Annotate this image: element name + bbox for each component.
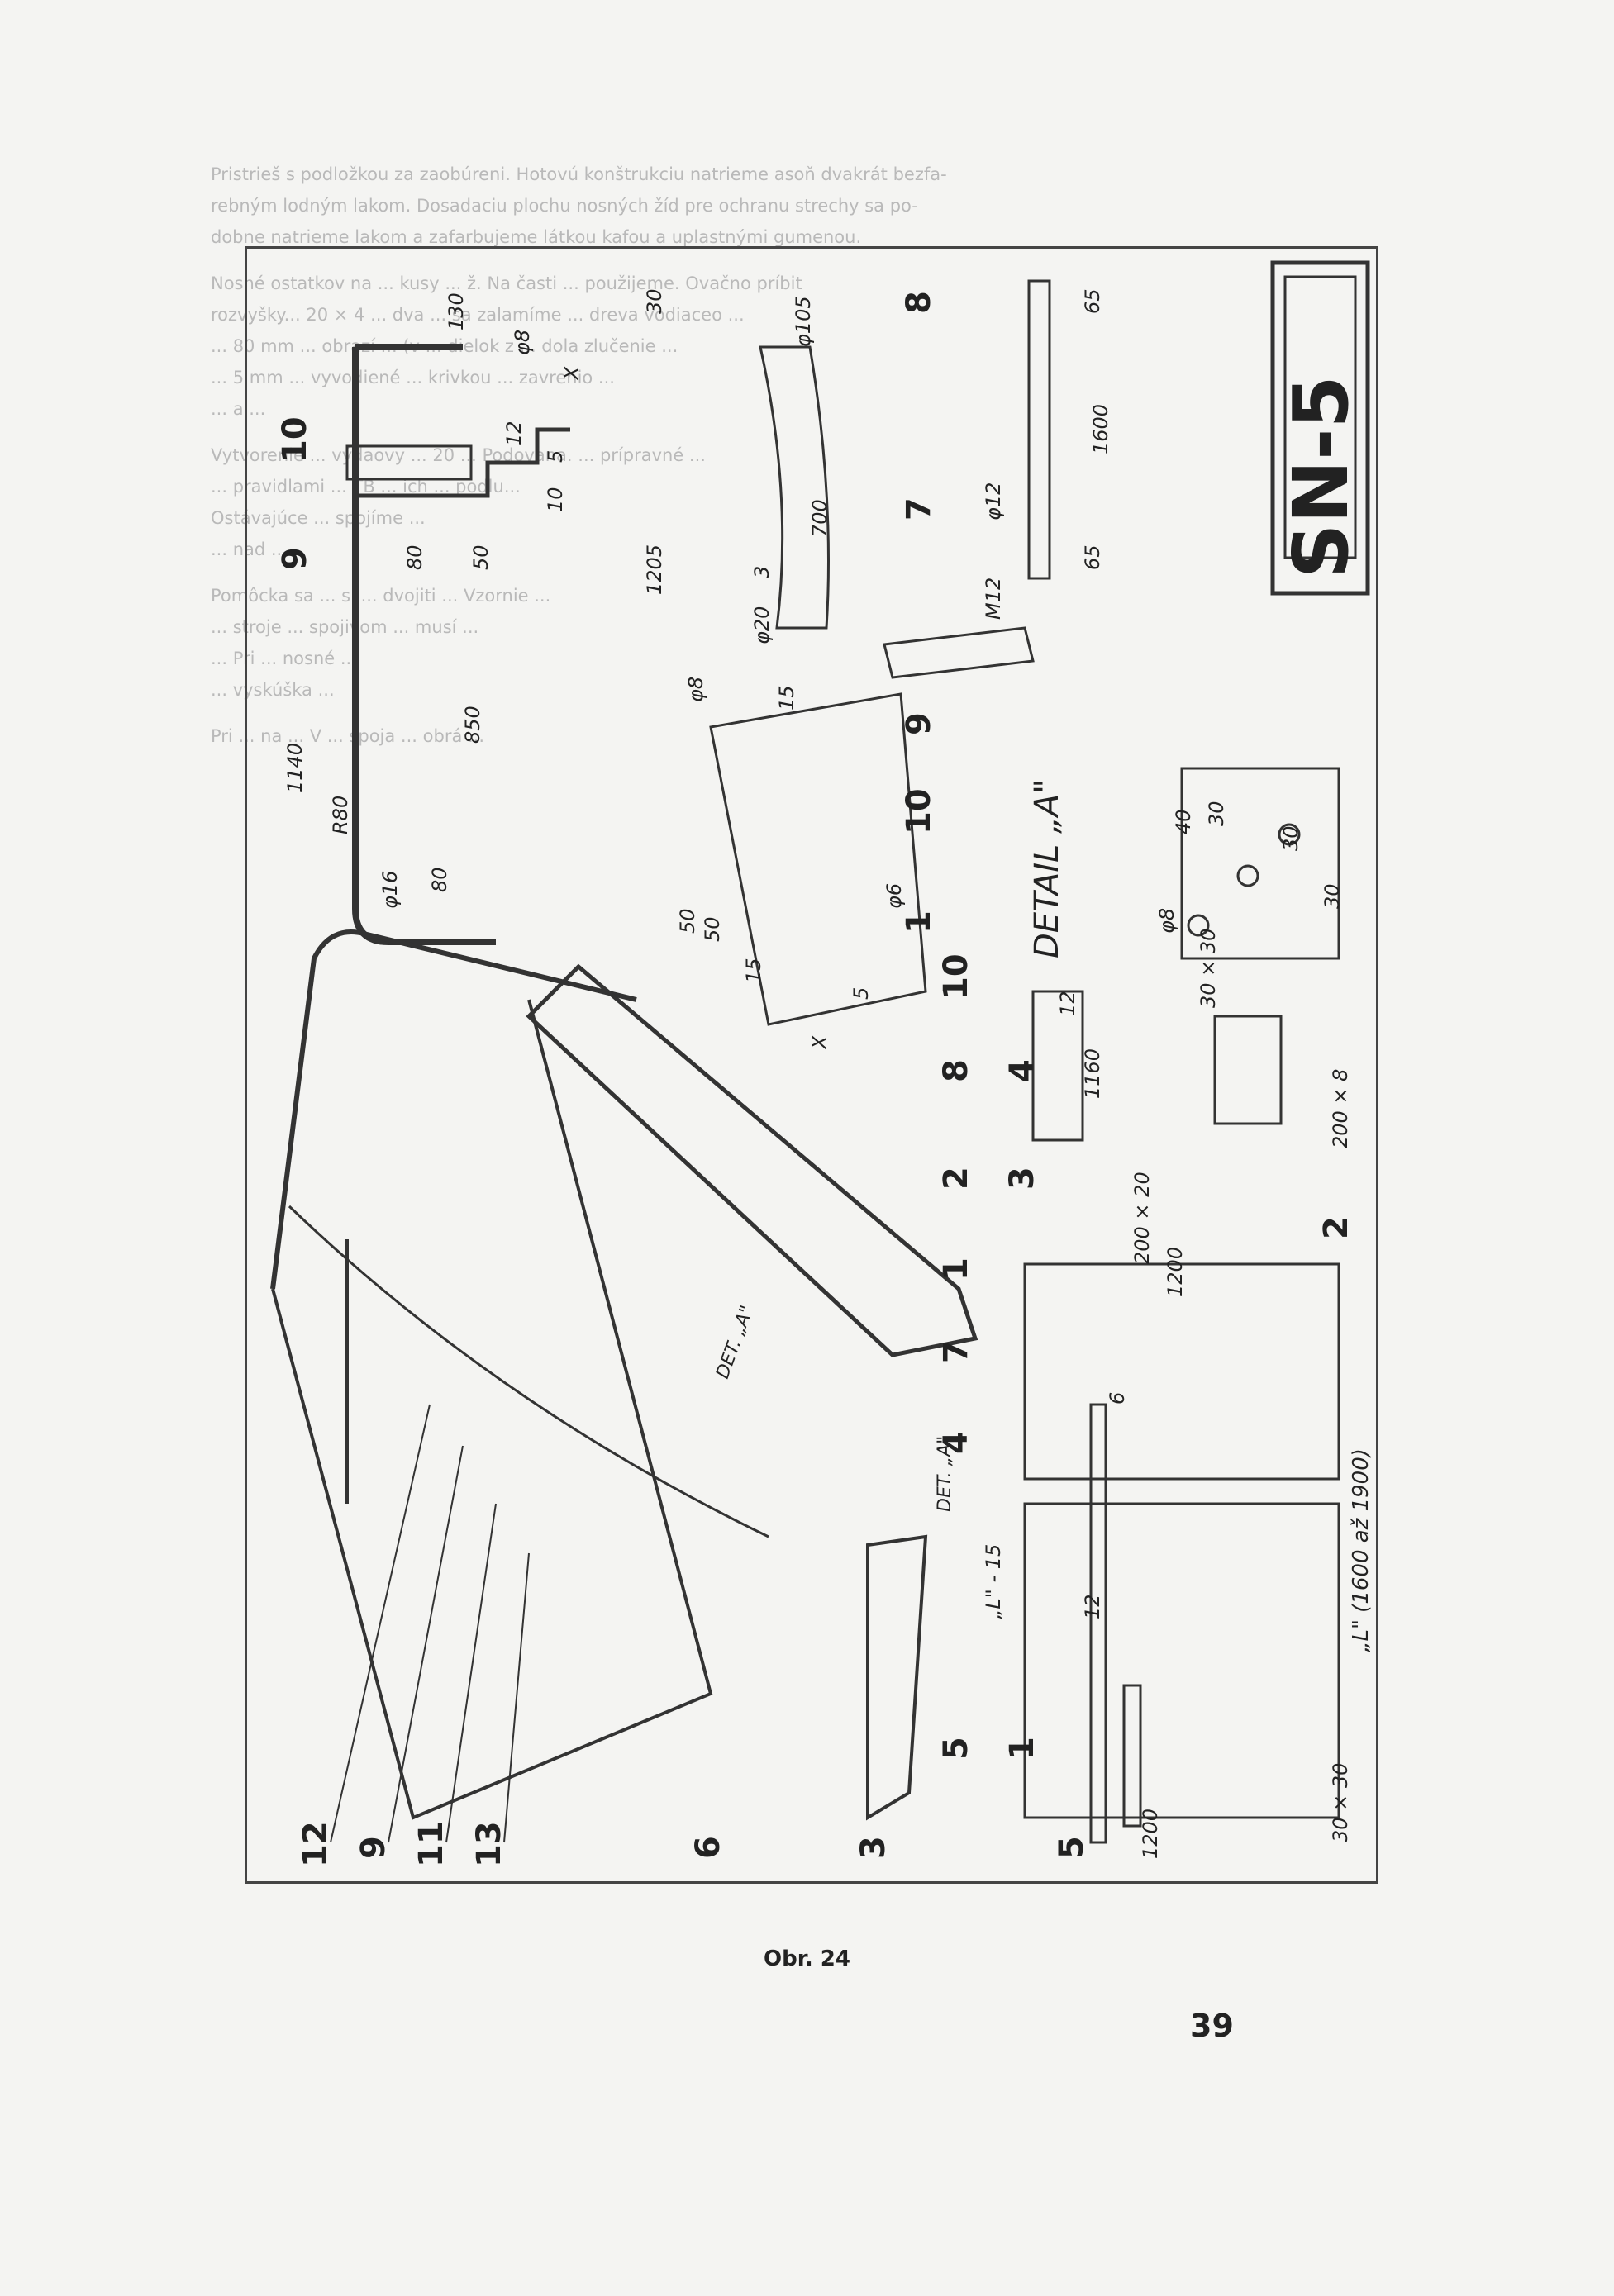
- part-number: 3: [855, 1836, 893, 1859]
- dimension: 6: [1106, 1392, 1129, 1405]
- part-number: 13: [470, 1821, 508, 1867]
- dimension: 700: [808, 499, 831, 537]
- drawing-frame: [245, 246, 1378, 1884]
- text-line: Nosné ostatkov na ... kusy ... ž. Na čas…: [211, 273, 802, 293]
- text-line: ... Pri ... nosné ...: [211, 649, 357, 668]
- dimension: φ8: [1155, 908, 1178, 934]
- dimension: 1140: [283, 743, 307, 793]
- part-number: 4: [937, 1431, 975, 1454]
- dimension: 30: [1205, 801, 1228, 826]
- dimension: 40: [1172, 809, 1195, 834]
- dimension: 1160: [1081, 1048, 1104, 1099]
- part-number: 3: [1003, 1167, 1041, 1190]
- part-number: 1: [1003, 1737, 1041, 1760]
- dimension: 1200: [1139, 1809, 1162, 1859]
- dimension: 30: [643, 288, 666, 314]
- dimension: φ12: [982, 482, 1005, 521]
- dimension: 200 × 8: [1329, 1069, 1352, 1148]
- dimension: R80: [329, 796, 352, 834]
- dim-l15: „L" - 15: [982, 1544, 1005, 1619]
- part-number: 7: [937, 1340, 975, 1363]
- dimension: φ20: [750, 606, 774, 644]
- dimension: 12: [1056, 991, 1079, 1016]
- dimension: 30 × 30: [1197, 929, 1220, 1008]
- dimension: 50: [701, 916, 724, 942]
- dimension: 850: [461, 706, 484, 744]
- part-number: 10: [937, 953, 975, 1000]
- dimension: 12: [1081, 1594, 1104, 1619]
- part-number: 2: [937, 1167, 975, 1190]
- dimension: 200 × 20: [1131, 1172, 1154, 1264]
- dimension: 50: [469, 544, 493, 570]
- text-line: Vytvorenie ... výdaovy ... 20 ... Podova…: [211, 445, 706, 465]
- sign-plate: [1270, 260, 1370, 596]
- dimension: φ6: [883, 883, 906, 909]
- text-line: Pri ... na ... V ... spoja ... obrá ...: [211, 726, 485, 746]
- part-number: 10: [900, 788, 938, 834]
- page-number: 39: [1190, 2008, 1234, 2044]
- part-number: 6: [689, 1836, 727, 1859]
- text-line: Pomôcka sa ... si ... dvojiti ... Vzorni…: [211, 586, 551, 606]
- dimension: φ8: [684, 677, 707, 702]
- dimension: 10: [544, 487, 567, 512]
- part-number: 9: [355, 1836, 393, 1859]
- part-number: 8: [900, 291, 938, 314]
- text-line: ... vyskúška ...: [211, 680, 335, 700]
- part-number: 5: [1053, 1836, 1091, 1859]
- part-number: 1: [937, 1257, 975, 1281]
- part-number: 7: [900, 497, 938, 521]
- dimension: X: [560, 366, 583, 382]
- part-number: 9: [900, 712, 938, 735]
- dimension: 80: [428, 867, 451, 892]
- dimension: 5: [544, 450, 567, 463]
- dimension: 1600: [1089, 404, 1112, 454]
- dimension: 130: [445, 292, 468, 330]
- detail-label: DETAIL „A": [1028, 779, 1066, 958]
- part-number: 11: [412, 1821, 450, 1867]
- dimension: 15: [775, 685, 798, 711]
- part-number: 9: [276, 547, 314, 570]
- part-number: 8: [937, 1059, 975, 1082]
- text-line: Pristrieš s podložkou za zaobúreni. Hoto…: [211, 164, 947, 184]
- det-label-2: DET. „A": [935, 1436, 955, 1512]
- dimension: 30: [1321, 883, 1344, 909]
- dimension: 12: [502, 421, 526, 446]
- det-label-1: DET. „A": [712, 1303, 758, 1381]
- dimension: 1205: [643, 544, 666, 595]
- part-number: 4: [1003, 1059, 1041, 1082]
- length-label: „L" (1600 až 1900): [1349, 1448, 1374, 1652]
- dimension: φ105: [792, 296, 815, 347]
- background-text: Pristrieš s podložkou za zaobúreni. Hoto…: [211, 159, 1401, 752]
- dimension: 30 × 30: [1329, 1763, 1352, 1842]
- part-number: 10: [276, 416, 314, 463]
- dimension: 1200: [1164, 1247, 1187, 1297]
- text-line: ... 5 mm ... vyvodiené ... krivkou ... z…: [211, 368, 615, 387]
- dimension: 15: [742, 958, 765, 983]
- text-line: dobne natrieme lakom a zafarbujeme látko…: [211, 227, 862, 247]
- text-line: rozvyšky... 20 × 4 ... dva ... sa zalamí…: [211, 305, 745, 325]
- part-number: 5: [937, 1737, 975, 1760]
- text-line: ... stroje ... spojivom ... musí ...: [211, 617, 479, 637]
- dimension: φ8: [511, 330, 534, 355]
- dimension: φ16: [379, 871, 402, 909]
- part-number: 12: [297, 1821, 335, 1867]
- dimension: 30: [1279, 825, 1302, 851]
- dimension: 65: [1081, 288, 1104, 314]
- text-line: ... a ...: [211, 399, 266, 419]
- dimension: 80: [403, 544, 426, 570]
- dimension: 65: [1081, 544, 1104, 570]
- text-line: ... nad ...: [211, 540, 288, 559]
- dimension: M12: [982, 578, 1005, 620]
- dimension: 3: [750, 566, 774, 578]
- dimension: X: [808, 1035, 831, 1051]
- part-number: 2: [1317, 1216, 1355, 1239]
- part-number: 1: [900, 910, 938, 934]
- dimension: 5: [850, 987, 873, 1000]
- dimension: 50: [676, 908, 699, 934]
- figure-caption: Obr. 24: [764, 1947, 850, 1971]
- text-line: rebným lodným lakom. Dosadaciu plochu no…: [211, 196, 918, 216]
- sign-label: SN-5: [1277, 376, 1365, 578]
